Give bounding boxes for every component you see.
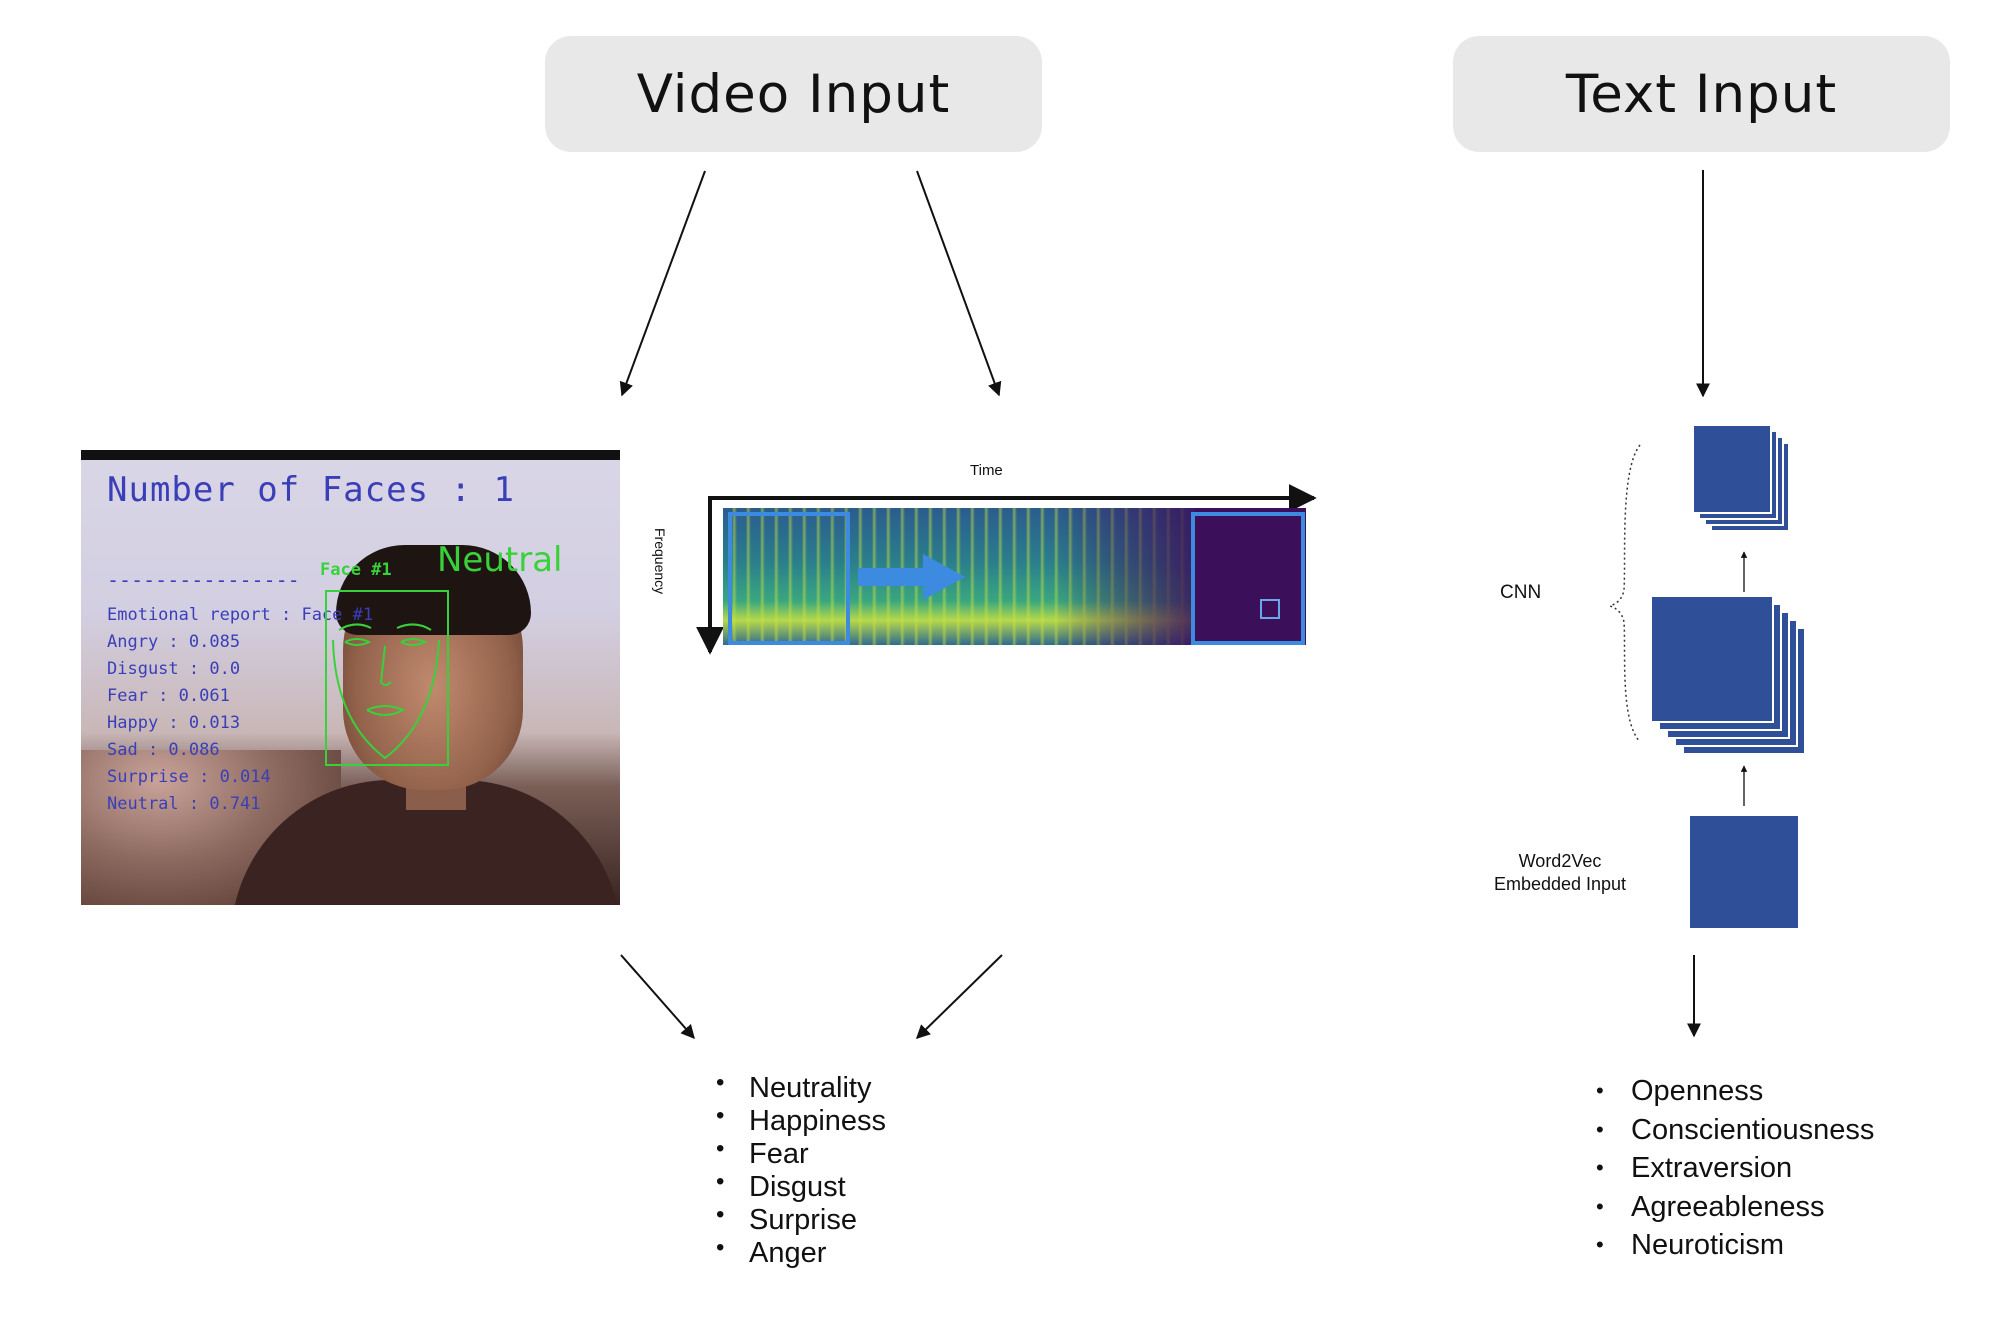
- frequency-axis-label: Frequency: [652, 528, 668, 595]
- spectrogram-fade: [1053, 508, 1195, 645]
- report-line-neutral: Neutral : 0.741: [107, 794, 261, 814]
- emotion-item: Surprise: [716, 1198, 886, 1237]
- word2vec-label-line2: Embedded Input: [1493, 874, 1627, 894]
- trait-item: Conscientiousness: [1596, 1111, 1874, 1150]
- embedding-input-block: [1690, 816, 1798, 928]
- video-input-label: Video Input: [636, 63, 951, 125]
- report-separator: ----------------: [107, 568, 300, 592]
- report-line-fear: Fear : 0.061: [107, 686, 230, 706]
- faces-count-text: Number of Faces : 1: [107, 470, 515, 510]
- spectrogram-silence: [1195, 508, 1306, 645]
- report-line-angry: Angry : 0.085: [107, 632, 241, 652]
- cnn-label: CNN: [1500, 582, 1542, 603]
- webcam-top-bar: [81, 450, 620, 460]
- arrow-spectrogram-to-emotions: [915, 954, 1003, 1039]
- sliding-window-start: [728, 512, 850, 645]
- face-bounding-box: [325, 590, 449, 766]
- spectrogram-image: [723, 508, 1306, 645]
- emotion-item: Neutrality: [716, 1066, 886, 1105]
- emotion-list: Neutrality Happiness Fear Disgust Surpri…: [716, 1066, 886, 1270]
- emotion-item: Disgust: [716, 1165, 886, 1204]
- emotion-item: Happiness: [716, 1099, 886, 1138]
- word2vec-label-line1: Word2Vec: [1518, 851, 1602, 871]
- word2vec-label: Word2Vec Embedded Input: [1480, 850, 1640, 896]
- arrow-video-to-spectrogram: [916, 170, 1002, 397]
- report-line-disgust: Disgust : 0.0: [107, 659, 241, 679]
- sliding-direction-arrow: [858, 554, 965, 600]
- video-input-box: Video Input: [545, 36, 1042, 152]
- cnn-brace: [1607, 444, 1641, 743]
- trait-item: Extraversion: [1596, 1149, 1874, 1188]
- emotion-item: Fear: [716, 1132, 886, 1171]
- emotion-item: Anger: [716, 1231, 886, 1270]
- trait-item: Neuroticism: [1596, 1226, 1874, 1265]
- trait-item: Openness: [1596, 1072, 1874, 1111]
- face-emotion-label: Neutral: [437, 540, 563, 580]
- personality-trait-list: Openness Conscientiousness Extraversion …: [1596, 1072, 1874, 1265]
- face-tag: Face #1: [320, 560, 392, 580]
- report-line-happy: Happy : 0.013: [107, 713, 241, 733]
- trait-item: Agreeableness: [1596, 1188, 1874, 1227]
- text-input-label: Text Input: [1565, 63, 1838, 125]
- webcam-frame: Number of Faces : 1 ---------------- Emo…: [81, 450, 620, 905]
- sliding-window-end: [1191, 512, 1305, 645]
- report-line-sad: Sad : 0.086: [107, 740, 220, 760]
- arrow-face-to-emotions: [620, 954, 695, 1040]
- report-title: Emotional report : Face #1: [107, 605, 374, 625]
- time-axis-label: Time: [970, 462, 1003, 479]
- arrow-video-to-face: [619, 170, 706, 397]
- report-line-surprise: Surprise : 0.014: [107, 767, 271, 787]
- window-patch: [1260, 599, 1280, 619]
- text-input-box: Text Input: [1453, 36, 1950, 152]
- face-landmarks: [332, 623, 440, 760]
